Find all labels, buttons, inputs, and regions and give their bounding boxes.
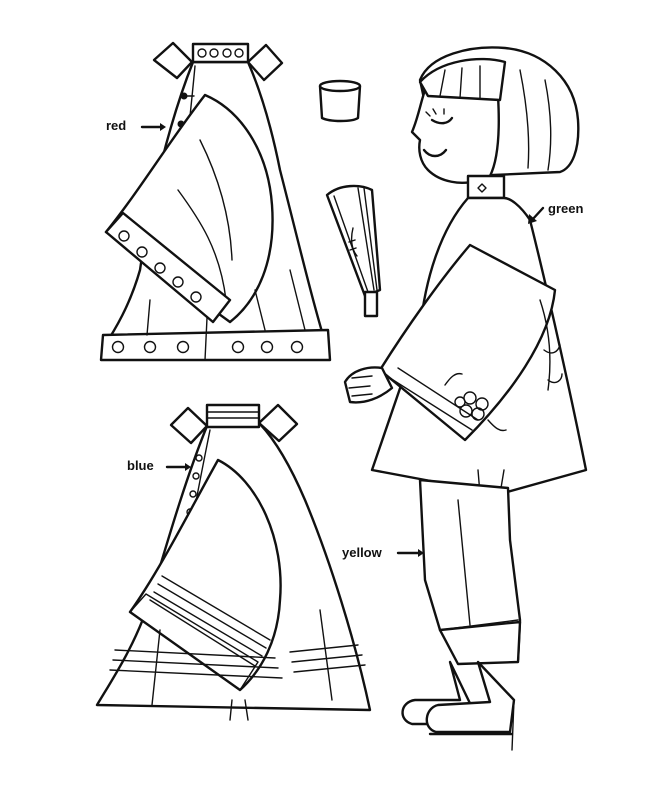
sleeve-flower xyxy=(444,372,507,432)
girl-face xyxy=(410,88,500,184)
label-green: green xyxy=(548,201,584,216)
label-yellow: yellow xyxy=(342,545,382,560)
red-gown-sleeve-band xyxy=(104,211,232,324)
label-blue: blue xyxy=(127,458,154,473)
blue-gown-right-tab xyxy=(257,403,299,443)
blue-gown xyxy=(95,403,372,721)
red-gown-left-tab xyxy=(152,41,194,80)
blue-gown-collar xyxy=(205,403,261,429)
green-arrow xyxy=(530,206,545,222)
folding-fan xyxy=(325,184,382,318)
girl-figure xyxy=(343,46,588,751)
label-red: red xyxy=(106,118,127,133)
red-gown xyxy=(99,41,332,362)
tea-cup xyxy=(318,79,362,123)
red-gown-sleeve xyxy=(104,93,274,324)
red-gown-collar xyxy=(191,42,250,64)
girl-jacket-sleeve xyxy=(378,243,557,442)
girl-collar xyxy=(466,174,506,200)
red-gown-right-tab xyxy=(246,43,284,82)
blue-gown-sleeve xyxy=(128,458,282,692)
label-arrows xyxy=(140,123,545,557)
girl-hand xyxy=(343,366,394,404)
girl-shoe-front xyxy=(425,660,516,734)
red-gown-hem-band xyxy=(99,328,332,362)
